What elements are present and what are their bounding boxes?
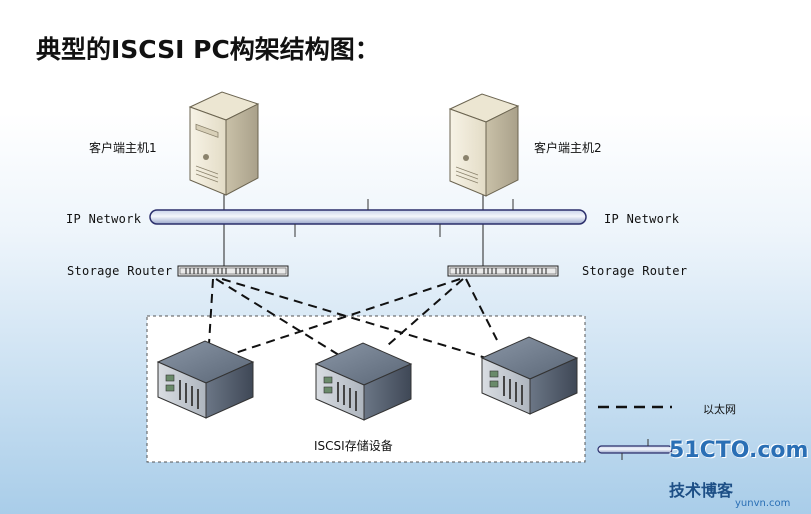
ip-network-right-label: IP Network bbox=[604, 212, 680, 226]
host2-pc-icon bbox=[448, 93, 520, 197]
ip-network-pipe bbox=[149, 199, 587, 237]
page-title: 典型的ISCSI PC构架结构图： bbox=[36, 35, 380, 64]
ip-network-left-label: IP Network bbox=[66, 212, 142, 226]
watermark-subtitle: 技术博客 bbox=[669, 481, 734, 500]
legend-ip-network-pipe bbox=[597, 439, 673, 460]
host1-label: 客户端主机1 bbox=[89, 141, 157, 155]
storage-router-right bbox=[447, 265, 559, 277]
storage-label: ISCSI存储设备 bbox=[314, 439, 393, 453]
host2-label: 客户端主机2 bbox=[534, 141, 602, 155]
watermark-url: yunvn.com bbox=[735, 498, 791, 509]
storage-server-2 bbox=[314, 342, 413, 421]
storage-router-left-label: Storage Router bbox=[67, 264, 173, 278]
storage-server-1 bbox=[156, 340, 255, 419]
host1-pc-icon bbox=[188, 91, 260, 196]
storage-router-left bbox=[177, 265, 289, 277]
ethernet-links bbox=[208, 278, 498, 366]
legend-ethernet-label: 以太网 bbox=[703, 403, 736, 416]
watermark-logo: 51CTO.com bbox=[669, 438, 809, 463]
storage-router-right-label: Storage Router bbox=[582, 264, 688, 278]
storage-server-3 bbox=[480, 336, 579, 415]
